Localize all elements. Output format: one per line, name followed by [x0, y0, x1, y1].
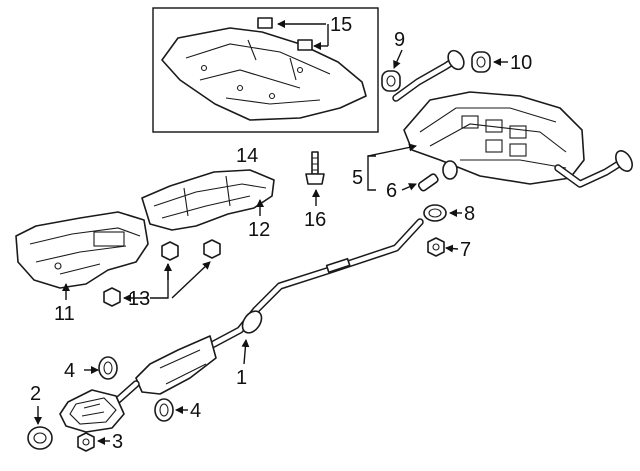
muffler-assembly	[392, 49, 633, 188]
callout-11: 11	[54, 303, 75, 325]
callout-3: 3	[112, 431, 123, 453]
callout-16: 16	[304, 209, 326, 231]
gasket-4-upper	[98, 356, 118, 380]
callout-2: 2	[30, 383, 41, 405]
nut-13-c	[103, 287, 121, 307]
fasteners	[27, 51, 491, 452]
clamp-6	[417, 173, 439, 192]
catalytic-converter	[59, 380, 140, 433]
callout-numbers: 15 14 9 10 5 6 8 7 16 12 11 13 1 4 4 2 3	[30, 14, 532, 453]
callout-14: 14	[236, 145, 258, 167]
nut-13-a	[161, 241, 179, 261]
shield-pad-lower	[297, 39, 313, 51]
gasket-8	[423, 204, 447, 222]
resonator	[135, 335, 217, 395]
gasket-4-lower	[154, 398, 174, 422]
callout-13: 13	[128, 288, 150, 310]
gasket-2	[27, 426, 53, 450]
nut-13-b	[203, 239, 221, 259]
underbody-shield-group	[152, 7, 379, 133]
callout-4-lower: 4	[190, 400, 201, 422]
callout-9: 9	[394, 29, 405, 51]
callout-12: 12	[248, 219, 270, 241]
shield-pad-upper	[257, 17, 273, 29]
callout-7: 7	[460, 239, 471, 261]
callout-1: 1	[236, 367, 247, 389]
shield-callout-box	[152, 7, 379, 133]
leader-lines	[34, 20, 508, 445]
heat-shield-11	[15, 211, 149, 289]
callout-6: 6	[386, 180, 397, 202]
hanger-insulator-10	[471, 51, 491, 73]
callout-8: 8	[464, 203, 475, 225]
callout-5: 5	[352, 167, 363, 189]
front-exhaust-pipe	[135, 218, 424, 395]
catalytic-converter-body	[59, 389, 125, 433]
nut-7	[427, 237, 445, 257]
stud-16	[311, 151, 319, 175]
callout-10: 10	[510, 52, 532, 74]
underbody-heat-shield	[161, 27, 367, 121]
heat-shield-12	[141, 169, 275, 231]
callout-15: 15	[330, 14, 352, 36]
hanger-insulator-9	[381, 70, 401, 92]
callout-4-upper: 4	[64, 360, 75, 382]
nut-3	[77, 432, 95, 452]
